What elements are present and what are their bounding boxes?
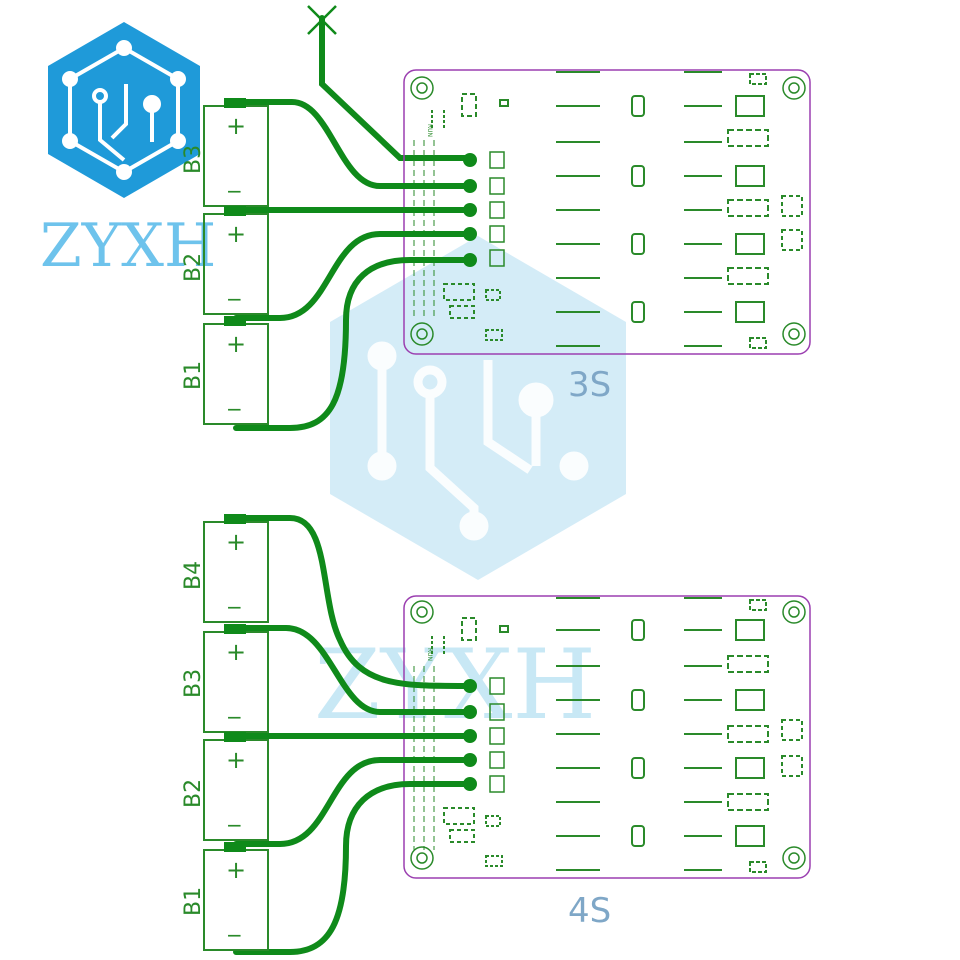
cell-plus-sign: + <box>226 330 246 358</box>
cell-b4-4s: + − B4 <box>181 514 269 623</box>
cell-minus-sign: − <box>226 595 243 619</box>
cell-b2-3s: + − B2 <box>181 206 269 315</box>
cell-minus-sign: − <box>226 287 243 311</box>
logo-text: ZYXH <box>40 211 216 281</box>
cells-3s: + − B3 + − B2 + − B1 <box>181 98 505 431</box>
cell-minus-sign: − <box>226 813 243 837</box>
logo: ZYXH <box>40 22 216 281</box>
cell-label: B1 <box>181 887 206 916</box>
wires-4s <box>233 515 469 955</box>
board-3s-mount-holes <box>410 76 806 346</box>
cell-minus-sign: − <box>226 179 243 203</box>
wires-3s <box>233 99 469 431</box>
cell-b3-4s: + − B3 <box>181 624 269 733</box>
board-3s-run-label: RUN <box>426 124 433 137</box>
cell-b2-4s: + − B2 <box>181 732 269 841</box>
board-3s-label: 3S <box>568 365 611 405</box>
cell-label: B2 <box>181 253 206 282</box>
board-4s-silkscreen <box>413 597 803 873</box>
cell-plus-sign: + <box>226 856 246 884</box>
cell-minus-sign: − <box>226 923 243 947</box>
cell-plus-sign: + <box>226 112 246 140</box>
cells-4s: + − B4 + − B3 + − B2 + − B1 <box>181 514 505 955</box>
solder-pads-3s <box>463 153 477 267</box>
board-4s: RUN 4S <box>403 595 811 931</box>
board-4s-mount-holes <box>410 600 806 870</box>
board-3s: RUN 3S <box>403 69 811 405</box>
watermark-circuit-icon <box>367 341 589 541</box>
board-4s-run-label: RUN <box>426 648 433 661</box>
cell-label: B1 <box>181 361 206 390</box>
cell-plus-sign: + <box>226 220 246 248</box>
cell-label: B2 <box>181 779 206 808</box>
cell-plus-sign: + <box>226 638 246 666</box>
solder-pads-4s <box>463 679 477 791</box>
cell-label: B3 <box>181 669 206 698</box>
cell-label: B4 <box>181 561 206 590</box>
unused-wire <box>307 5 469 161</box>
board-3s-silkscreen <box>413 71 803 349</box>
cell-plus-sign: + <box>226 528 246 556</box>
cell-label: B3 <box>181 145 206 174</box>
cell-minus-sign: − <box>226 397 243 421</box>
cell-plus-sign: + <box>226 746 246 774</box>
cell-b1-3s: + − B1 <box>181 316 269 425</box>
cell-b1-4s: + − B1 <box>181 842 269 951</box>
cell-minus-sign: − <box>226 705 243 729</box>
cell-b3-3s: + − B3 <box>181 98 269 207</box>
board-4s-label: 4S <box>568 891 611 931</box>
